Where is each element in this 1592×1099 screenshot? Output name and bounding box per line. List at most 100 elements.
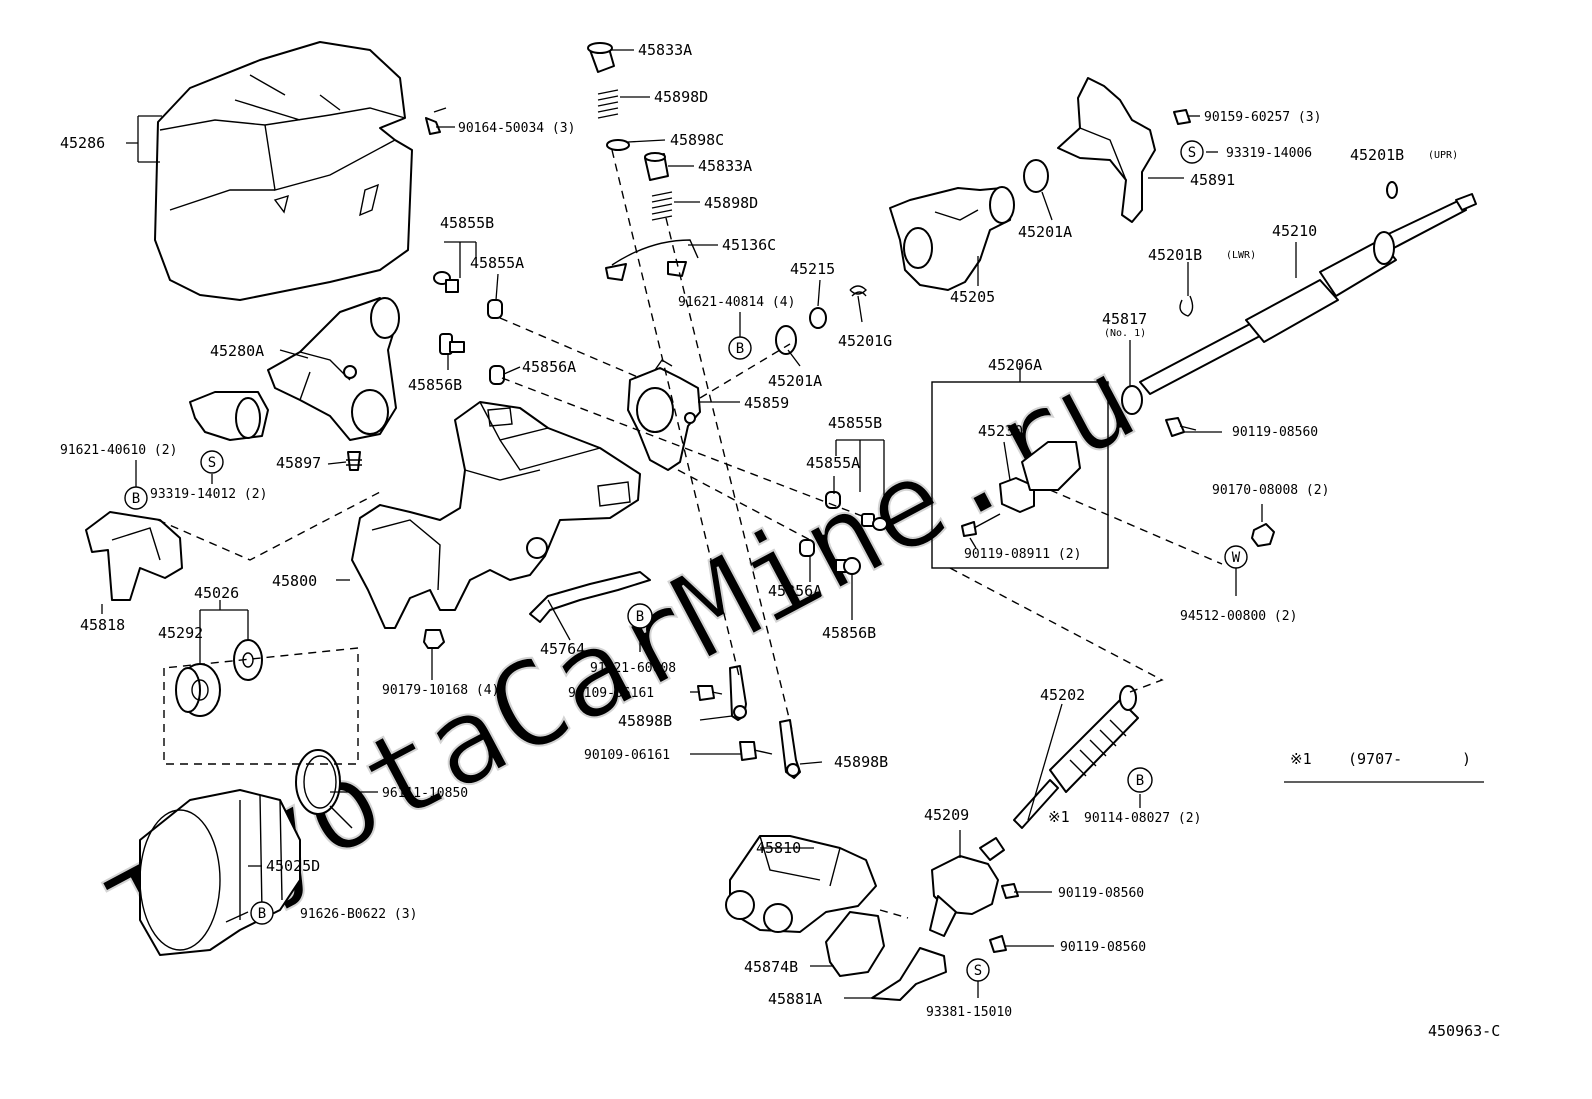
bracket-45874b (825, 911, 885, 977)
label-45206a: 45206A (988, 356, 1042, 374)
spring-45201g (849, 285, 867, 297)
washer-45898c (606, 139, 630, 151)
bushing-45856a-right (799, 539, 815, 557)
label-90119-08911: 90119-08911 (2) (964, 547, 1081, 562)
support-45859 (627, 359, 701, 471)
label-90109-06161-lower: 90109-06161 (584, 748, 670, 763)
part-labels: 45286 90164-50034 (3) 45833A 45898D 4589… (60, 41, 1458, 1020)
label-45136c: 45136C (722, 236, 776, 254)
lever-45764 (529, 571, 651, 623)
label-45764: 45764 (540, 640, 585, 658)
cap-45833a-upper (587, 42, 615, 73)
label-45292: 45292 (158, 624, 203, 642)
symbol-s-93381: S (966, 958, 990, 982)
label-93319-14006: 93319-14006 (1226, 146, 1312, 161)
label-45859: 45859 (744, 394, 789, 412)
svg-text:B: B (636, 609, 644, 625)
bolt-90109-06161-lower (739, 741, 773, 761)
bolt-45856b-right (835, 557, 861, 575)
lock-housing-45280a (267, 297, 400, 441)
label-96111-10850: 96111-10850 (382, 786, 468, 801)
label-45205: 45205 (950, 288, 995, 306)
label-45898d-upper: 45898D (654, 88, 708, 106)
svg-text:B: B (736, 341, 744, 357)
label-45833a-upper: 45833A (638, 41, 692, 59)
label-90119-08560-lower: 90119-08560 (1060, 940, 1146, 955)
svg-text:S: S (1188, 145, 1196, 161)
label-45855a-left: 45855A (470, 254, 524, 272)
symbol-s-93319-14006: S (1180, 140, 1204, 164)
label-90179-10168: 90179-10168 (4) (382, 683, 499, 698)
label-45856a-left: 45856A (522, 358, 576, 376)
label-45881a: 45881A (768, 990, 822, 1008)
label-93319-14012: 93319-14012 (2) (150, 487, 267, 502)
label-45856b-left: 45856B (408, 376, 462, 394)
symbol-b-91621-40610: B (124, 486, 148, 510)
label-upr: (UPR) (1428, 150, 1458, 161)
variant-note: ※1 (9707- ) (1290, 750, 1471, 768)
bushing-45856a-left (489, 365, 505, 385)
label-45855b-left: 45855B (440, 214, 494, 232)
label-45818: 45818 (80, 616, 125, 634)
spring-45898d-lower (651, 191, 673, 221)
bolt-90109-06161-upper (697, 685, 723, 701)
clip-45136c (605, 239, 699, 281)
bearing-45201a-right (1023, 159, 1049, 193)
label-lwr: (LWR) (1226, 250, 1256, 261)
label-45891: 45891 (1190, 171, 1235, 189)
symbol-b-91621-40814: B (728, 336, 752, 360)
label-45855a-right: 45855A (806, 454, 860, 472)
screw-90164-50034 (425, 107, 447, 135)
bushing-45855a-left (487, 299, 503, 319)
clamp-96111-10850 (295, 749, 353, 829)
bolt-45856b-left (439, 333, 465, 355)
bolt-90119-08560-upper (1165, 417, 1197, 437)
label-90170-08008: 90170-08008 (2) (1212, 483, 1329, 498)
leader-lines (101, 49, 1484, 999)
bearing-45201a-center (775, 325, 797, 355)
label-45800: 45800 (272, 572, 317, 590)
label-45201g: 45201G (838, 332, 892, 350)
shaft-45210 (1139, 193, 1477, 395)
label-45026: 45026 (194, 584, 239, 602)
housing-45205 (889, 186, 1015, 291)
label-90164-50034: 90164-50034 (3) (458, 121, 575, 136)
label-45201b-upr: 45201B (1350, 146, 1404, 164)
label-45833a-lower: 45833A (698, 157, 752, 175)
bolt-45855b-right (861, 513, 888, 531)
symbol-b-91626: B (250, 901, 274, 925)
pin-45897 (346, 451, 362, 471)
label-45817: 45817 (1102, 310, 1147, 328)
svg-text:B: B (1136, 773, 1144, 789)
bracket-45818 (85, 511, 183, 601)
label-45874b: 45874B (744, 958, 798, 976)
label-90159-60257: 90159-60257 (3) (1204, 110, 1321, 125)
label-45025d: 45025D (266, 857, 320, 875)
label-91626-b0622: 91626-B0622 (3) (300, 907, 417, 922)
joint-45230 (999, 477, 1035, 513)
svg-text:W: W (1232, 550, 1241, 566)
label-45898b-lower: 45898B (834, 753, 888, 771)
label-45209: 45209 (924, 806, 969, 824)
symbol-w-94512: W (1224, 545, 1248, 569)
symbol-b-90114: B (1127, 767, 1153, 793)
column-bracket-45800 (351, 401, 641, 629)
label-note-marker-45202: ※1 (1048, 808, 1070, 826)
label-45898d-lower: 45898D (704, 194, 758, 212)
nut-90170-08008 (1251, 523, 1275, 547)
bushing-45292 (175, 663, 221, 717)
label-90119-08560-middle: 90119-08560 (1058, 886, 1144, 901)
ring-45201b-lwr (1179, 295, 1194, 317)
label-45202: 45202 (1040, 686, 1085, 704)
label-45856b-right: 45856B (822, 624, 876, 642)
label-90119-08560-upper: 90119-08560 (1232, 425, 1318, 440)
label-91621-40610: 91621-40610 (2) (60, 443, 177, 458)
washer-45026 (233, 639, 263, 681)
label-45201a-center: 45201A (768, 372, 822, 390)
label-45215: 45215 (790, 260, 835, 278)
diagram-code: 450963-C (1428, 1022, 1500, 1040)
column-cover-45286 (154, 41, 413, 301)
spacer-45817 (1121, 385, 1143, 415)
label-91621-60608: 91621-60608 (590, 661, 676, 676)
